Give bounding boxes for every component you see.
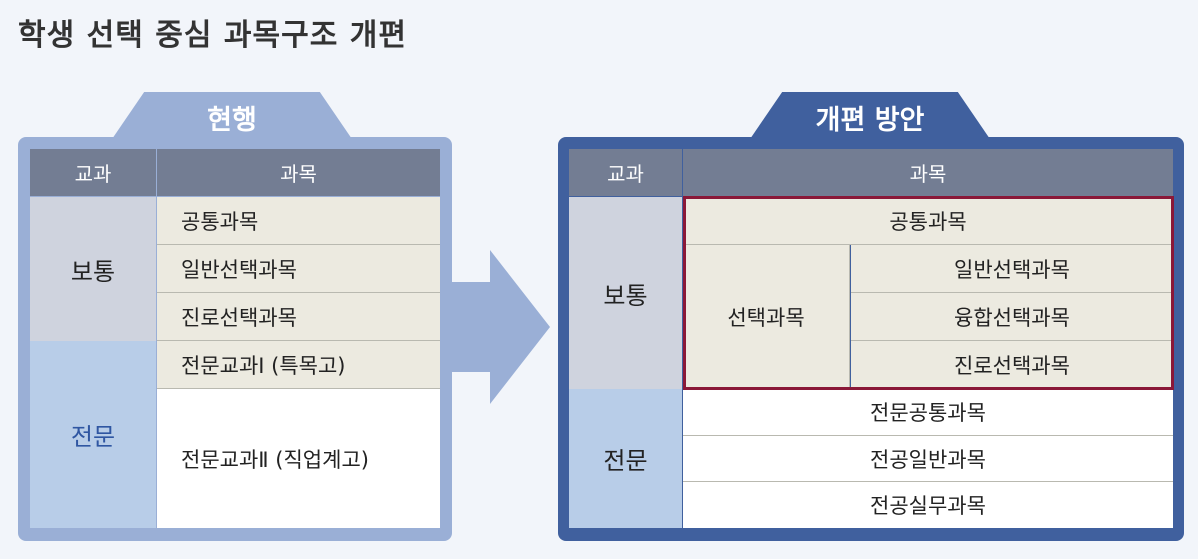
reform-common-subject: 공통과목 <box>683 197 1173 245</box>
reform-major-general: 전공일반과목 <box>683 436 1173 482</box>
reform-general-label: 보통 <box>569 197 682 389</box>
current-special-subject-2: 전문교과Ⅱ (직업계고) <box>157 389 440 528</box>
current-special-label: 전문 <box>30 341 156 528</box>
reform-header-subject-area: 교과 <box>569 149 682 196</box>
current-header-subject-area: 교과 <box>30 149 156 196</box>
reform-career-elective: 진로선택과목 <box>851 341 1173 389</box>
reform-convergence-elective: 융합선택과목 <box>851 293 1173 341</box>
right-arrow-icon <box>452 250 550 404</box>
current-general-label: 보통 <box>30 197 156 341</box>
reform-header-subject: 과목 <box>683 149 1173 196</box>
reform-major-practical: 전공실무과목 <box>683 482 1173 528</box>
current-general-elective: 일반선택과목 <box>157 245 440 293</box>
reform-special-label: 전문 <box>569 389 682 528</box>
current-career-elective: 진로선택과목 <box>157 293 440 341</box>
reform-special-common: 전문공통과목 <box>683 389 1173 436</box>
current-header-subject: 과목 <box>157 149 440 196</box>
reform-tab: 개편 방안 <box>748 92 992 142</box>
page-title: 학생 선택 중심 과목구조 개편 <box>18 18 407 53</box>
current-tab: 현행 <box>110 92 354 142</box>
reform-elective-label: 선택과목 <box>683 245 850 389</box>
current-common-subject: 공통과목 <box>157 197 440 245</box>
current-special-subject-1: 전문교과Ⅰ (특목고) <box>157 341 440 389</box>
reform-general-elective: 일반선택과목 <box>851 245 1173 293</box>
